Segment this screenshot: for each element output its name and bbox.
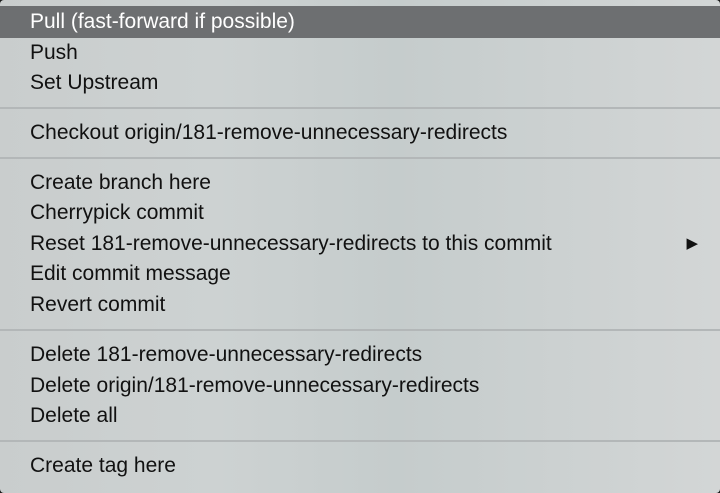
- menu-item-label: Delete origin/181-remove-unnecessary-red…: [30, 374, 480, 397]
- menu-item-label: Revert commit: [30, 293, 166, 316]
- menu-item-delete-local-branch[interactable]: Delete 181-remove-unnecessary-redirects: [0, 340, 720, 370]
- menu-item-label: Edit commit message: [30, 262, 231, 285]
- menu-item-label: Reset 181-remove-unnecessary-redirects t…: [30, 232, 552, 255]
- menu-item-label: Checkout origin/181-remove-unnecessary-r…: [30, 121, 508, 144]
- menu-item-label: Create branch here: [30, 171, 211, 194]
- menu-item-create-tag[interactable]: Create tag here: [0, 451, 720, 481]
- menu-separator: [0, 329, 720, 331]
- menu-item-label: Set Upstream: [30, 71, 159, 94]
- menu-separator: [0, 157, 720, 159]
- menu-item-create-branch[interactable]: Create branch here: [0, 168, 720, 198]
- menu-item-label: Delete 181-remove-unnecessary-redirects: [30, 343, 423, 366]
- menu-item-pull[interactable]: Pull (fast-forward if possible): [0, 6, 720, 38]
- menu-item-reset[interactable]: Reset 181-remove-unnecessary-redirects t…: [0, 229, 720, 259]
- menu-item-label: Push: [30, 41, 78, 64]
- menu-item-checkout-origin[interactable]: Checkout origin/181-remove-unnecessary-r…: [0, 118, 720, 148]
- menu-item-label: Delete all: [30, 404, 118, 427]
- submenu-arrow-icon: ▶: [686, 235, 698, 252]
- menu-item-label: Cherrypick commit: [30, 201, 204, 224]
- menu-item-label: Create tag here: [30, 454, 176, 477]
- menu-item-delete-remote-branch[interactable]: Delete origin/181-remove-unnecessary-red…: [0, 371, 720, 401]
- menu-item-set-upstream[interactable]: Set Upstream: [0, 68, 720, 98]
- menu-separator: [0, 440, 720, 442]
- menu-item-label: Pull (fast-forward if possible): [30, 10, 295, 33]
- menu-item-revert-commit[interactable]: Revert commit: [0, 290, 720, 320]
- menu-item-delete-all[interactable]: Delete all: [0, 401, 720, 431]
- menu-item-push[interactable]: Push: [0, 38, 720, 68]
- menu-item-edit-commit-message[interactable]: Edit commit message: [0, 259, 720, 289]
- menu-item-cherrypick[interactable]: Cherrypick commit: [0, 198, 720, 228]
- menu-separator: [0, 107, 720, 109]
